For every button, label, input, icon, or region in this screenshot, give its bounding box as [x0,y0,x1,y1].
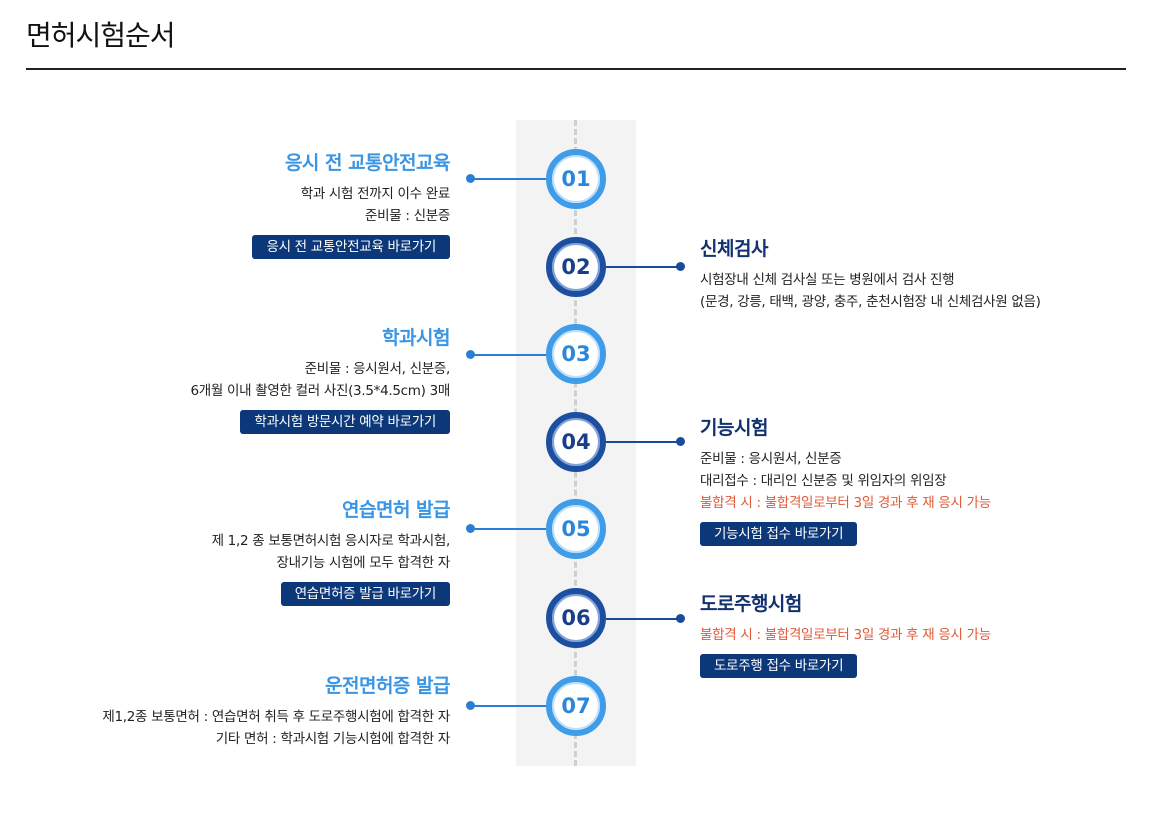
step-04-block: 기능시험 준비물 : 응시원서, 신분증 대리접수 : 대리인 신분증 및 위임… [700,413,991,546]
step-07-line-1: 제1,2종 보통면허 : 연습면허 취득 후 도로주행시험에 합격한 자 [102,709,450,725]
step-01-dot [466,174,475,183]
step-05-title: 연습면허 발급 [342,499,451,521]
step-05-line-1: 제 1,2 종 보통면허시험 응시자로 학과시험, [211,533,451,549]
step-03-line-1: 준비물 : 응시원서, 신분증, [304,361,451,377]
step-02-dot [676,262,685,271]
step-06-connector [606,618,680,620]
step-05-link-button[interactable]: 연습면허증 발급 바로가기 [280,582,450,606]
step-01-line-2: 준비물 : 신분증 [365,208,450,224]
step-01-connector [472,178,546,180]
step-04-link-button[interactable]: 기능시험 접수 바로가기 [700,522,858,546]
step-03-link-button[interactable]: 학과시험 방문시간 예약 바로가기 [240,410,450,434]
page-title: 면허시험순서 [26,19,176,52]
step-05-connector [472,528,546,530]
step-01-circle: 01 [546,149,606,209]
step-06-warning: 불합격 시 : 불합격일로부터 3일 경과 후 재 응시 가능 [700,627,991,643]
step-01-line-1: 학과 시험 전까지 이수 완료 [300,186,451,202]
step-03-title: 학과시험 [382,327,450,349]
step-04-connector [606,441,680,443]
step-07-line-2: 기타 면허 : 학과시험 기능시험에 합격한 자 [215,731,451,747]
step-01-link-button[interactable]: 응시 전 교통안전교육 바로가기 [252,235,450,259]
step-07-block: 운전면허증 발급 제1,2종 보통면허 : 연습면허 취득 후 도로주행시험에 … [102,671,450,750]
step-02-line-2: (문경, 강릉, 태백, 광양, 충주, 춘천시험장 내 신체검사원 없음) [700,294,1041,310]
step-06-circle: 06 [546,588,606,648]
step-04-title: 기능시험 [700,417,768,439]
step-07-circle: 07 [546,676,606,736]
step-04-dot [676,437,685,446]
title-divider [26,68,1126,70]
step-03-dot [466,350,475,359]
step-01-title: 응시 전 교통안전교육 [284,152,451,174]
step-02-connector [606,266,680,268]
step-05-circle: 05 [546,499,606,559]
step-05-line-2: 장내기능 시험에 모두 합격한 자 [276,555,450,571]
step-06-dot [676,614,685,623]
step-07-dot [466,701,475,710]
step-04-warning: 불합격 시 : 불합격일로부터 3일 경과 후 재 응시 가능 [700,495,991,511]
step-04-circle: 04 [546,412,606,472]
step-06-link-button[interactable]: 도로주행 접수 바로가기 [700,654,858,678]
step-02-block: 신체검사 시험장내 신체 검사실 또는 병원에서 검사 진행 (문경, 강릉, … [700,234,1041,313]
step-06-block: 도로주행시험 불합격 시 : 불합격일로부터 3일 경과 후 재 응시 가능 도… [700,589,991,678]
step-02-line-1: 시험장내 신체 검사실 또는 병원에서 검사 진행 [700,272,955,288]
step-01-block: 응시 전 교통안전교육 학과 시험 전까지 이수 완료 준비물 : 신분증 응시… [252,148,450,259]
step-04-line-2: 대리접수 : 대리인 신분증 및 위임자의 위임장 [700,473,947,489]
step-06-title: 도로주행시험 [700,593,802,615]
step-03-connector [472,354,546,356]
step-03-line-2: 6개월 이내 촬영한 컬러 사진(3.5*4.5cm) 3매 [190,383,451,399]
step-02-circle: 02 [546,237,606,297]
step-04-line-1: 준비물 : 응시원서, 신분증 [700,451,842,467]
step-07-title: 운전면허증 발급 [325,675,450,697]
step-07-connector [472,705,546,707]
step-03-circle: 03 [546,324,606,384]
step-05-block: 연습면허 발급 제 1,2 종 보통면허시험 응시자로 학과시험, 장내기능 시… [211,495,451,606]
step-03-block: 학과시험 준비물 : 응시원서, 신분증, 6개월 이내 촬영한 컬러 사진(3… [190,323,451,434]
step-05-dot [466,524,475,533]
step-02-title: 신체검사 [700,238,768,260]
